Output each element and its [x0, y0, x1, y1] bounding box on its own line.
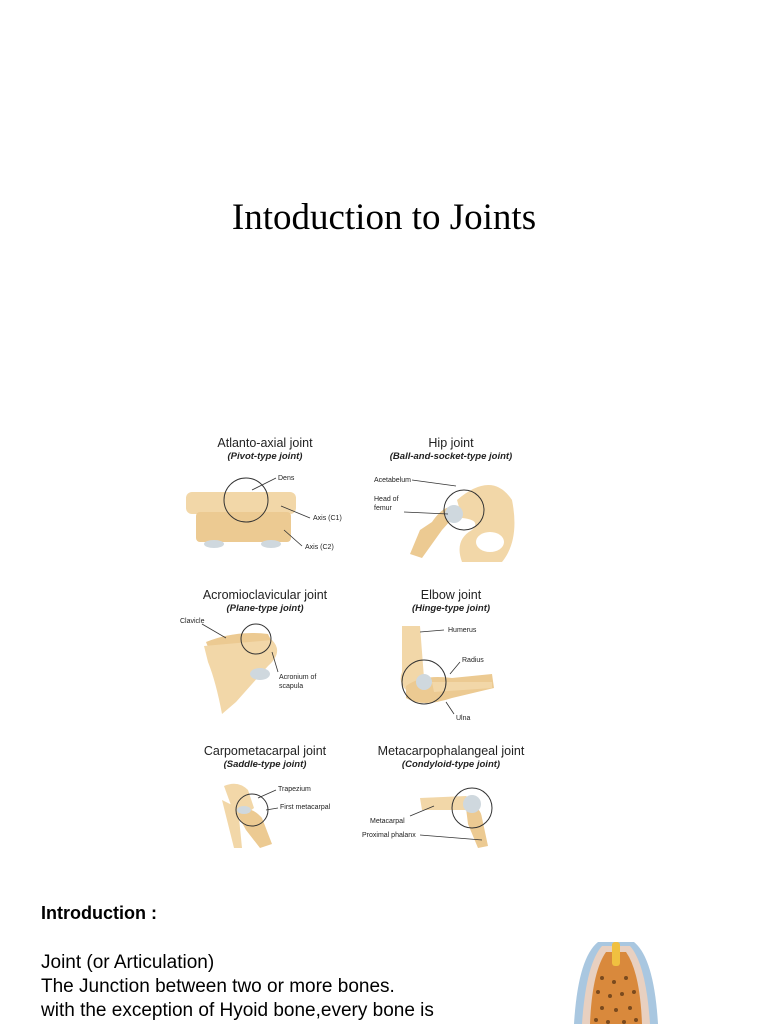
label-radius: Radius [462, 657, 484, 664]
panel-subtitle: (Hinge-type joint) [411, 603, 491, 614]
atlanto-axial-illustration [186, 477, 311, 548]
intro-line-1: Joint (or Articulation) [41, 952, 215, 973]
acromioclavicular-illustration [201, 623, 279, 714]
panel-title: Acromioclavicular joint [202, 588, 328, 602]
label-acronium-of: Acronium of [279, 674, 317, 681]
label-clavicle: Clavicle [180, 618, 205, 625]
panel-subtitle: (Ball-and-socket-type joint) [389, 451, 513, 462]
panel-subtitle: (Pivot-type joint) [227, 451, 303, 462]
joint-types-figure: Atlanto-axial joint (Pivot-type joint) D… [176, 430, 540, 850]
intro-line-2: The Junction between two or more bones. [41, 976, 395, 997]
label-proximal-phalanx: Proximal phalanx [362, 832, 416, 839]
label-femur: femur [374, 505, 392, 512]
panel-title: Hip joint [428, 436, 474, 450]
label-first-metacarpal: First metacarpal [280, 804, 331, 811]
page-title: Intoduction to Joints [231, 197, 537, 238]
label-trapezium: Trapezium [278, 786, 311, 793]
label-ulna: Ulna [456, 715, 471, 722]
panel-title: Atlanto-axial joint [217, 436, 313, 450]
hip-illustration [403, 479, 515, 562]
panel-atlanto-axial: Atlanto-axial joint (Pivot-type joint) D… [176, 430, 354, 570]
label-humerus: Humerus [448, 627, 477, 634]
panel-metacarpophalangeal: Metacarpophalangeal joint (Condyloid-typ… [362, 738, 540, 878]
panel-title: Elbow joint [420, 588, 482, 602]
label-dens: Dens [278, 475, 295, 482]
label-scapula: scapula [279, 683, 304, 690]
panel-elbow: Elbow joint (Hinge-type joint) Humerus R… [362, 582, 540, 722]
elbow-illustration [400, 626, 494, 715]
intro-heading: Introduction : [41, 903, 157, 923]
label-metacarpal: Metacarpal [370, 818, 405, 825]
panel-acromioclavicular: Acromioclavicular joint (Plane-type join… [176, 582, 354, 722]
panel-carpometacarpal: Carpometacarpal joint (Saddle-type joint… [176, 738, 354, 878]
intro-line-3: with the exception of Hyoid bone,every b… [41, 1000, 434, 1021]
panel-hip: Hip joint (Ball-and-socket-type joint) A… [362, 430, 540, 570]
panel-subtitle: (Plane-type joint) [226, 603, 304, 614]
panel-subtitle: (Saddle-type joint) [223, 759, 307, 770]
carpometacarpal-illustration [222, 783, 279, 848]
joint-cross-section-image [574, 942, 658, 1024]
label-head-of: Head of [374, 496, 399, 503]
label-axis-c1: Axis (C1) [313, 515, 342, 522]
label-axis-c2: Axis (C2) [305, 544, 334, 551]
panel-title: Metacarpophalangeal joint [377, 744, 525, 758]
label-acetabelum: Acetabelum [374, 477, 411, 484]
panel-title: Carpometacarpal joint [203, 744, 327, 758]
metacarpophalangeal-illustration [409, 787, 493, 848]
panel-subtitle: (Condyloid-type joint) [401, 759, 501, 770]
